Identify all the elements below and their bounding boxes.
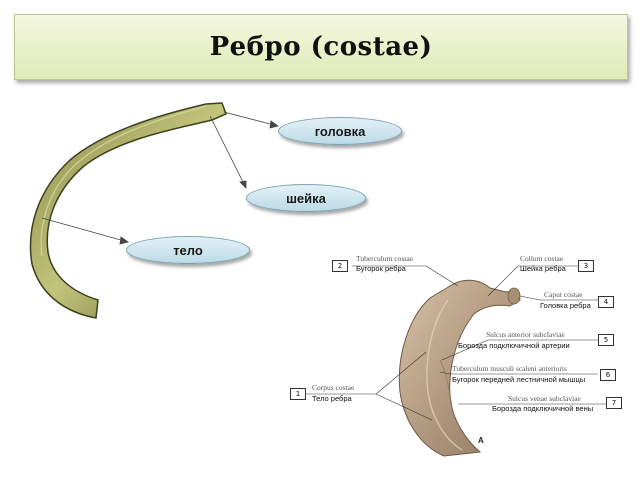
callout-russian-7: Борозда подключичной вены bbox=[492, 404, 594, 413]
callout-russian-5: Борозда подключичной артерии bbox=[458, 341, 570, 350]
callout-russian-3: Шейка ребра bbox=[520, 264, 566, 273]
left-leader-lines bbox=[41, 111, 279, 245]
title-banner: Ребро (costae) bbox=[14, 14, 628, 80]
slide-title: Ребро (costae) bbox=[209, 32, 433, 62]
callout-number-2: 2 bbox=[332, 260, 348, 272]
right-rib-drawing bbox=[398, 279, 521, 457]
callout-number-3: 3 bbox=[578, 260, 594, 272]
right-leader-lines bbox=[306, 265, 606, 421]
callout-russian-1: Тело ребра bbox=[312, 394, 352, 403]
callout-russian-2: Бугорок ребра bbox=[356, 264, 406, 273]
callout-russian-4: Головка ребра bbox=[540, 301, 591, 310]
label-head-oval: головка bbox=[278, 117, 402, 145]
label-body-text: тело bbox=[173, 242, 203, 258]
callout-latin-5: Sulcus anterior subclaviae bbox=[486, 330, 565, 339]
callout-latin-1: Corpus costae bbox=[312, 383, 355, 392]
label-head-text: головка bbox=[314, 123, 366, 139]
label-neck-text: шейка bbox=[286, 190, 326, 206]
callout-number-6: 6 bbox=[600, 369, 616, 381]
callout-russian-6: Бугорок передней лестничной мышцы bbox=[452, 375, 586, 384]
callout-latin-6: Tuberculum musculi scaleni anterioris bbox=[452, 364, 567, 373]
callout-latin-7: Sulcus venae subclaviae bbox=[508, 394, 581, 403]
callout-latin-4: Caput costae bbox=[544, 290, 583, 299]
callout-number-7: 7 bbox=[606, 397, 622, 409]
label-body-oval: тело bbox=[126, 236, 250, 264]
callout-number-5: 5 bbox=[598, 334, 614, 346]
figure-letter: A bbox=[478, 436, 484, 445]
callout-number-4: 4 bbox=[598, 296, 614, 308]
callout-latin-3: Collum costae bbox=[520, 254, 564, 263]
label-neck-oval: шейка bbox=[246, 184, 366, 212]
callout-number-1: 1 bbox=[290, 388, 306, 400]
callout-latin-2: Tuberculum costae bbox=[356, 254, 414, 263]
left-rib-drawing bbox=[29, 102, 227, 319]
